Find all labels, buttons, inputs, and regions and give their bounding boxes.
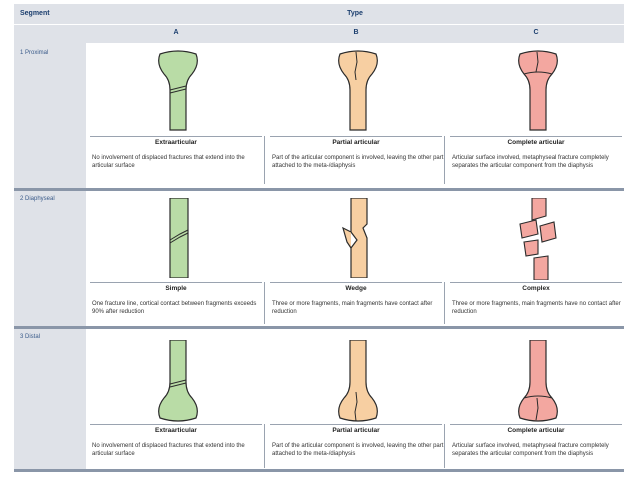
type-header: Type xyxy=(347,10,363,17)
column-divider xyxy=(444,136,445,184)
diaphyseal-wedge-bone-icon xyxy=(342,198,368,278)
diaphyseal-simple-bone-icon xyxy=(169,198,189,278)
desc-distal-b: Part of the articular component is invol… xyxy=(272,443,444,457)
segment-label-distal: 3 Distal xyxy=(20,334,41,340)
desc-distal-c: Articular surface involved, metaphyseal … xyxy=(452,443,609,457)
column-divider xyxy=(444,282,445,324)
proximal-complete-articular-bone-icon xyxy=(518,50,558,131)
desc-proximal-a: No involvement of displaced fractures th… xyxy=(92,155,245,169)
desc-diaphyseal-b: Three or more fragments, main fragments … xyxy=(272,301,433,315)
caption-rule xyxy=(90,282,262,283)
column-divider xyxy=(444,424,445,468)
caption-rule xyxy=(450,282,622,283)
row-divider xyxy=(14,188,624,191)
col-letter-a: A xyxy=(173,29,179,36)
caption-rule xyxy=(270,136,442,137)
caption-proximal-b: Partial articular xyxy=(332,139,380,146)
caption-diaphyseal-c: Complex xyxy=(522,285,550,292)
distal-complete-articular-bone-icon xyxy=(518,340,558,422)
desc-diaphyseal-c: Three or more fragments, main fragments … xyxy=(452,301,621,315)
distal-extraarticular-bone-icon xyxy=(158,340,198,422)
column-divider xyxy=(264,136,265,184)
caption-rule xyxy=(450,424,622,425)
caption-distal-a: Extraarticular xyxy=(155,427,197,434)
row-divider xyxy=(14,326,624,329)
caption-proximal-a: Extraarticular xyxy=(155,139,197,146)
row-divider xyxy=(14,469,624,472)
desc-diaphyseal-a: One fracture line, cortical contact betw… xyxy=(92,301,257,315)
col-letter-b: B xyxy=(353,29,359,36)
caption-diaphyseal-a: Simple xyxy=(165,285,187,292)
caption-rule xyxy=(450,136,622,137)
distal-partial-articular-bone-icon xyxy=(338,340,378,422)
segment-column xyxy=(14,4,86,472)
caption-rule xyxy=(90,136,262,137)
caption-distal-c: Complete articular xyxy=(507,427,565,434)
caption-proximal-c: Complete articular xyxy=(507,139,565,146)
caption-rule xyxy=(90,424,262,425)
proximal-extraarticular-bone-icon xyxy=(158,50,198,131)
type-letter-row xyxy=(86,25,624,43)
segment-label-proximal: 1 Proximal xyxy=(20,50,49,56)
diaphyseal-complex-bone-icon xyxy=(519,198,557,280)
caption-diaphyseal-b: Wedge xyxy=(345,285,367,292)
desc-proximal-c: Articular surface involved, metaphyseal … xyxy=(452,155,609,169)
caption-distal-b: Partial articular xyxy=(332,427,380,434)
segment-label-diaphyseal: 2 Diaphyseal xyxy=(20,196,55,202)
classification-table: Segment Type A B C 1 Proximal 2 Diaphyse… xyxy=(14,4,624,472)
col-letter-c: C xyxy=(533,29,539,36)
caption-rule xyxy=(270,424,442,425)
header-row xyxy=(14,4,624,25)
segment-header: Segment xyxy=(20,10,50,17)
desc-proximal-b: Part of the articular component is invol… xyxy=(272,155,444,169)
column-divider xyxy=(264,282,265,324)
proximal-partial-articular-bone-icon xyxy=(338,50,378,131)
caption-rule xyxy=(270,282,442,283)
desc-distal-a: No involvement of displaced fractures th… xyxy=(92,443,245,457)
column-divider xyxy=(264,424,265,468)
